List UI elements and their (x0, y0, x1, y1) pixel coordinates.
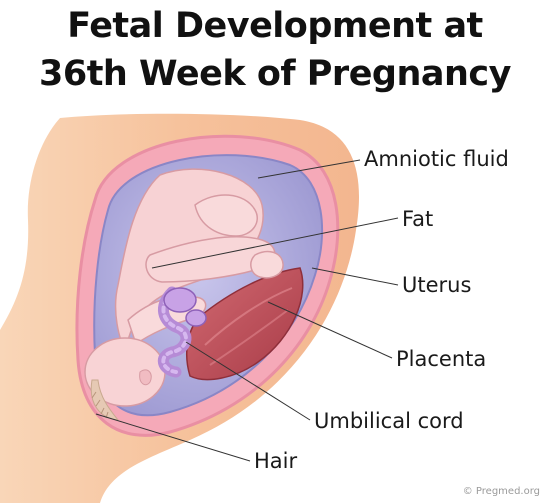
leader-uterus (311, 267, 399, 286)
label-hair: Hair (254, 449, 298, 473)
leader-lines (95, 159, 399, 462)
title-line-2: 36th Week of Pregnancy (38, 54, 512, 94)
label-uterus: Uterus (402, 273, 472, 297)
credit-text: © Pregmed.org (462, 486, 540, 497)
leader-fat (151, 217, 399, 269)
label-fat: Fat (402, 207, 434, 231)
umbilical-cord (157, 286, 207, 378)
leader-umbilical-cord (185, 341, 311, 421)
label-placenta: Placenta (396, 347, 487, 371)
leader-amniotic-fluid (257, 159, 361, 179)
label-umbilical-cord: Umbilical cord (314, 409, 464, 433)
leader-hair (95, 413, 251, 462)
leader-placenta (267, 301, 393, 359)
title-line-1: Fetal Development at (67, 6, 483, 46)
label-amniotic-fluid: Amniotic fluid (364, 147, 509, 171)
